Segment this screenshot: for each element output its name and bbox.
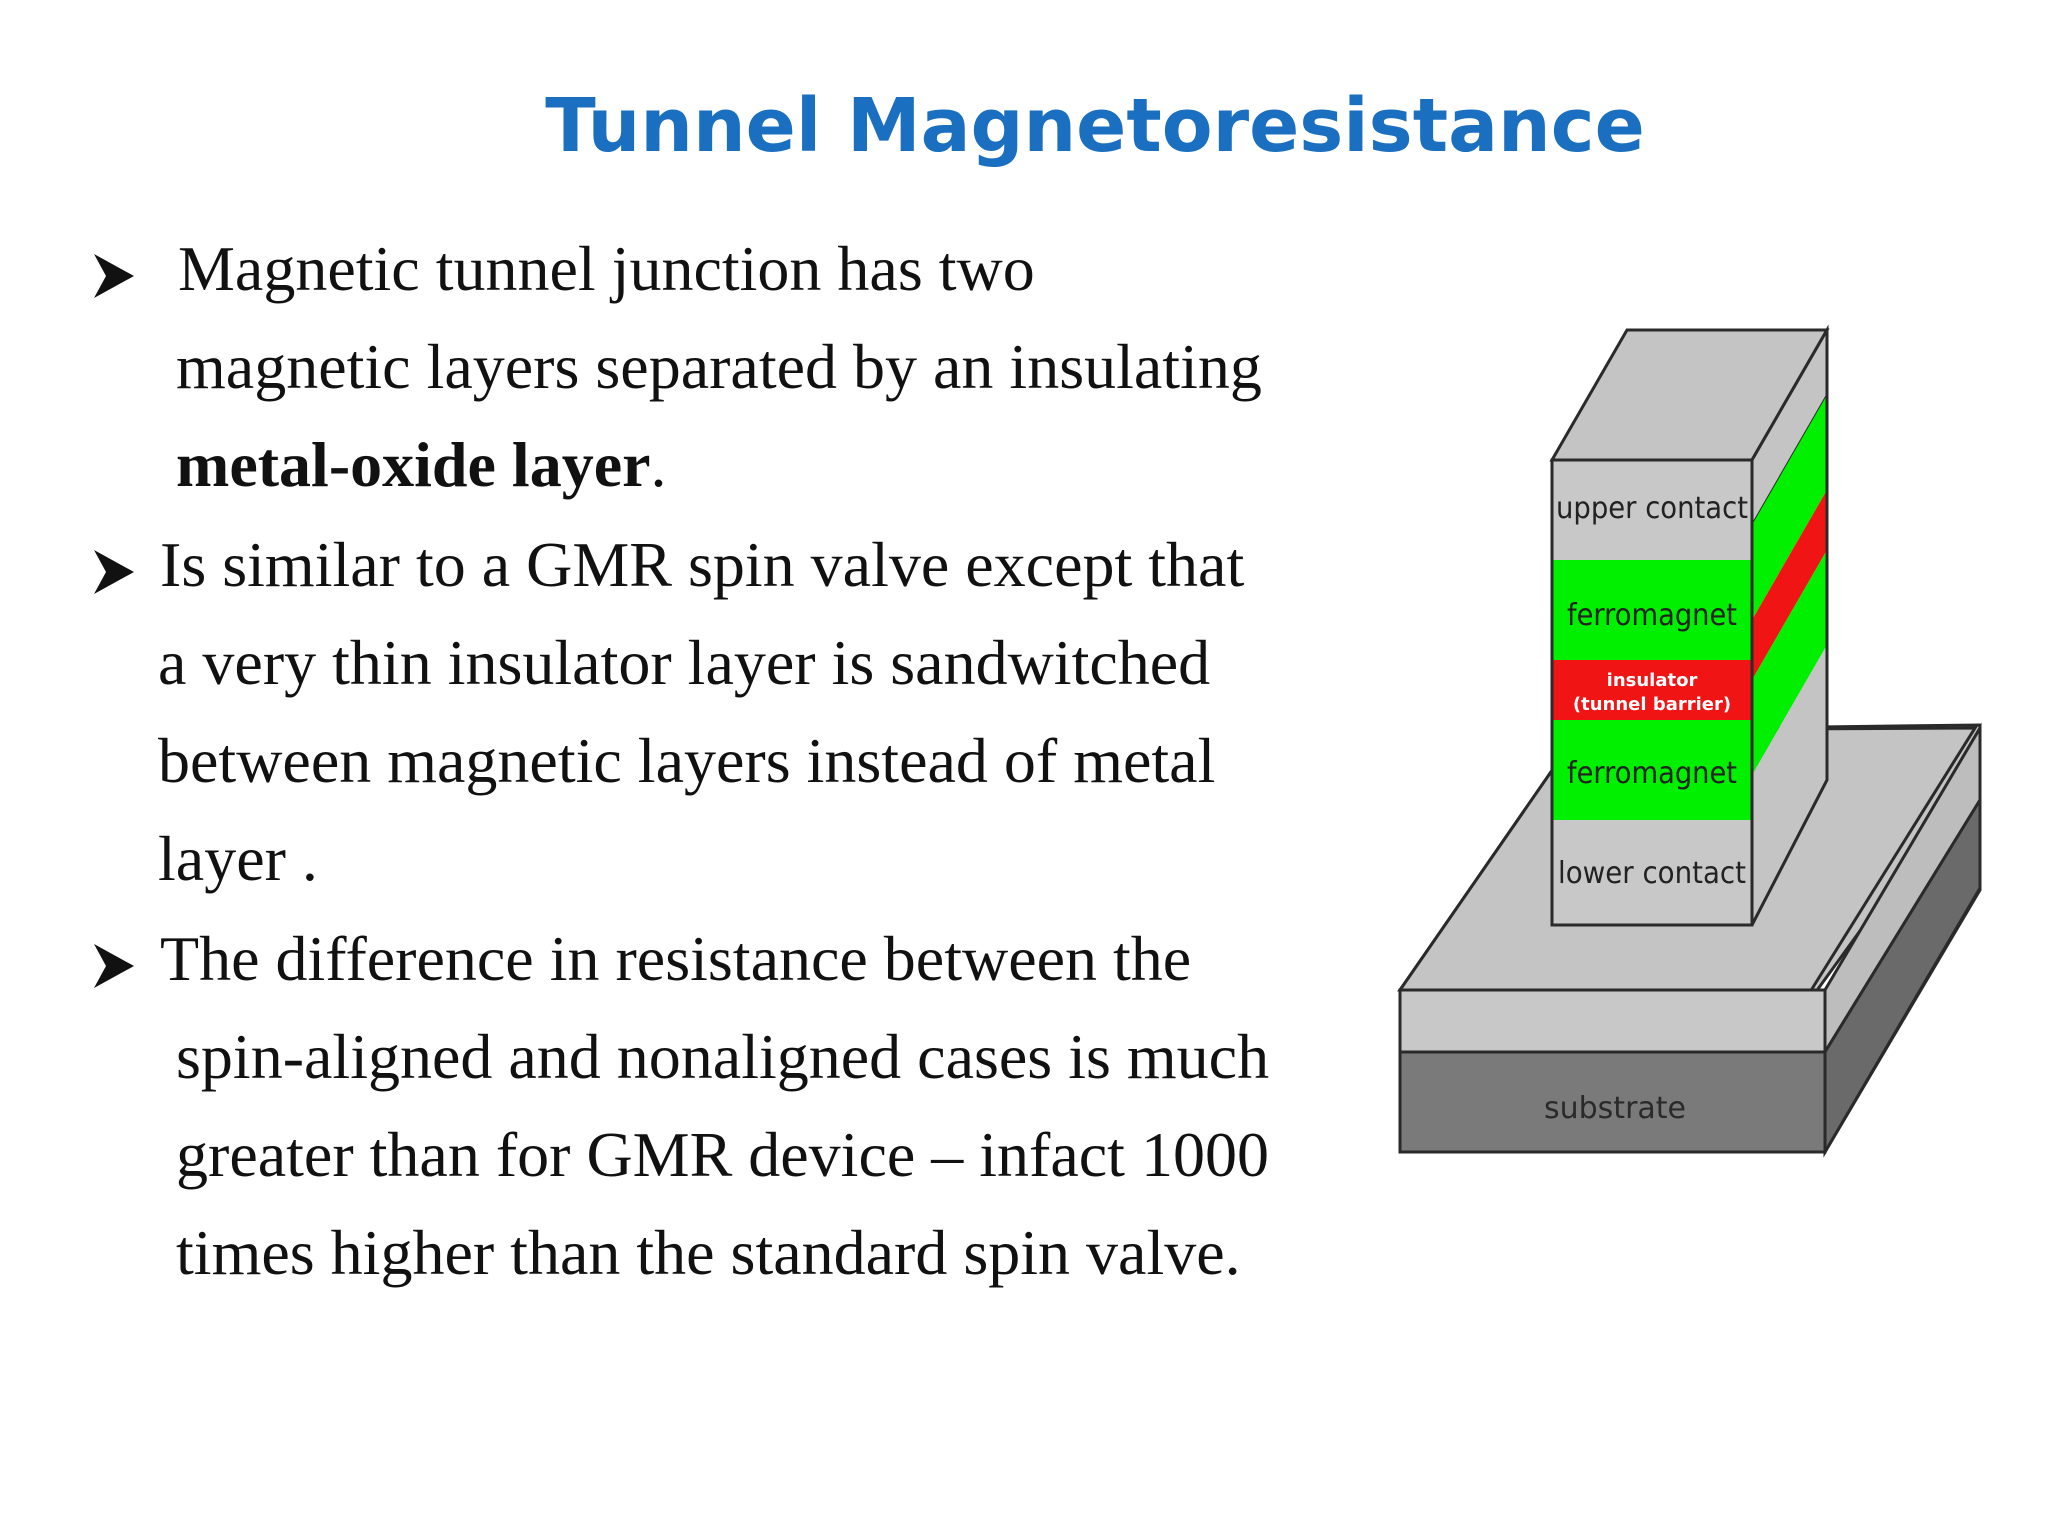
label-tunnel-barrier: (tunnel barrier): [1573, 694, 1731, 715]
bullet-line: a very thin insulator layer is sandwitch…: [158, 614, 1210, 712]
pillar-side-lower-contact: [1752, 645, 1827, 925]
layer-lower-contact: [1552, 820, 1752, 925]
line-text: greater than for GMR device – infact 100…: [176, 1119, 1269, 1190]
bullet-line: Is similar to a GMR spin valve except th…: [160, 516, 1244, 614]
bullet-line: magnetic layers separated by an insulati…: [176, 318, 1262, 416]
layer-ferromagnet-top: [1552, 560, 1752, 660]
bullet-line: between magnetic layers instead of metal: [158, 712, 1215, 810]
label-substrate: substrate: [1544, 1091, 1686, 1126]
line-text: a very thin insulator layer is sandwitch…: [158, 627, 1211, 698]
bullet-line: times higher than the standard spin valv…: [176, 1204, 1241, 1302]
line-text: .: [650, 429, 667, 500]
mtj-stack-diagram: upper contact ferromagnet insulator (tun…: [1390, 300, 2010, 1180]
arrow-bullet-icon: [94, 944, 134, 988]
line-text: The difference in resistance between the: [160, 923, 1192, 994]
line-text: times higher than the standard spin valv…: [176, 1217, 1241, 1288]
line-text: spin-aligned and nonaligned cases is muc…: [176, 1021, 1270, 1092]
layer-upper-contact: [1552, 460, 1752, 560]
bullet-line: metal-oxide layer.: [176, 416, 667, 514]
bullet-line: greater than for GMR device – infact 100…: [176, 1106, 1269, 1204]
pillar-side-insulator: [1752, 490, 1827, 680]
bullet-line: The difference in resistance between the: [160, 910, 1191, 1008]
substrate-front-band: [1398, 988, 1827, 1054]
label-lower-contact: lower contact: [1558, 856, 1746, 891]
slide-title: Tunnel Magnetoresistance: [545, 83, 1645, 169]
pillar-front-outline: [1550, 458, 1754, 927]
bullet-line: spin-aligned and nonaligned cases is muc…: [176, 1008, 1269, 1106]
pillar-side-ferromagnet-top: [1752, 395, 1827, 620]
layer-ferromagnet-bottom: [1552, 720, 1752, 820]
layer-insulator: [1552, 660, 1752, 720]
label-ferromagnet-top: ferromagnet: [1567, 598, 1737, 633]
line-text: Magnetic tunnel junction has two: [178, 233, 1035, 304]
bullet-line: Magnetic tunnel junction has two: [178, 220, 1035, 318]
substrate-front: [1398, 1050, 1827, 1154]
label-upper-contact: upper contact: [1556, 491, 1748, 526]
bold-term: metal-oxide layer: [176, 429, 651, 500]
bullet-line: layer .: [158, 810, 318, 908]
arrow-bullet-icon: [94, 254, 134, 298]
label-ferromagnet-bottom: ferromagnet: [1567, 756, 1737, 791]
substrate-side-lower: [1823, 794, 1982, 1158]
line-text: layer .: [158, 823, 318, 894]
label-insulator: insulator: [1607, 670, 1698, 691]
arrow-bullet-icon: [94, 550, 134, 594]
pillar-side-ferromagnet-bottom: [1752, 550, 1827, 775]
line-text: between magnetic layers instead of metal: [158, 725, 1216, 796]
line-text: Is similar to a GMR spin valve except th…: [160, 529, 1245, 600]
line-text: magnetic layers separated by an insulati…: [176, 331, 1262, 402]
